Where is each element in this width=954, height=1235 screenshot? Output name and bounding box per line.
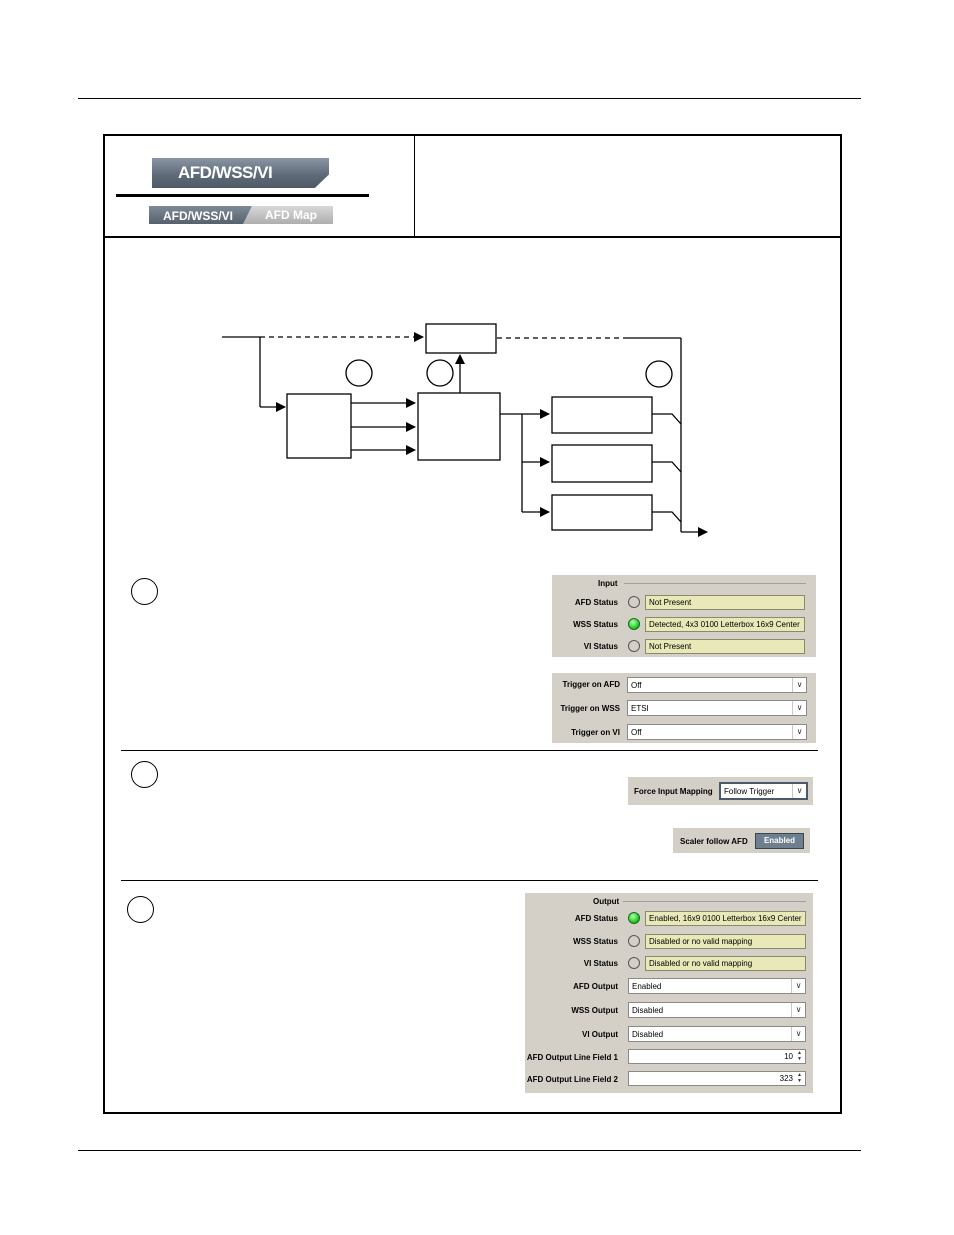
output-wss-status-label: WSS Status [573,937,618,946]
afd-output-value: Enabled [632,982,662,991]
afd-output-label: AFD Output [573,982,618,991]
mapping-block [417,392,501,461]
insertion-control-block [425,323,497,354]
trigger-afd-select[interactable]: Off ∨ [627,677,807,693]
wss-output-value: Disabled [632,1006,664,1015]
chevron-down-icon[interactable]: ∨ [791,1027,805,1041]
encoder-block-1 [551,396,653,434]
output-vi-status-label: VI Status [583,959,618,968]
scaler-follow-afd-panel: Scaler follow AFD Enabled [673,828,810,853]
switch-3 [652,511,682,523]
figure-frame: AFD/WSS/VI AFD/WSS/VI AFD Map [103,134,842,1114]
output-wss-status-value: Disabled or no valid mapping [645,934,806,949]
afd-output-line-field-1-spinner[interactable]: 10 ▲▼ [628,1049,806,1064]
sub-tab-label: AFD Map [265,208,317,222]
diagram-callout-circle-3 [645,360,673,388]
force-input-mapping-label: Force Input Mapping [634,787,713,796]
input-section-title: Input [598,579,618,588]
section-callout-circle-2 [131,761,158,788]
diagram-callout-circle-1 [345,359,373,387]
output-section-title: Output [593,897,620,906]
main-tab-afd-wss-vi[interactable]: AFD/WSS/VI [152,158,329,188]
detector-block [286,393,352,459]
switch-1 [652,413,682,425]
wss-output-select[interactable]: Disabled ∨ [628,1002,806,1018]
input-wss-status-led [628,618,640,630]
section-divider-2 [121,880,818,881]
chevron-down-icon[interactable]: ∨ [792,725,806,739]
tab-underline [116,194,369,197]
trigger-wss-select[interactable]: ETSI ∨ [627,700,807,716]
wss-output-label: WSS Output [571,1006,618,1015]
vi-output-value: Disabled [632,1030,664,1039]
input-section-line [624,583,806,584]
chevron-down-icon[interactable]: ∨ [792,784,806,798]
encoder-block-3 [551,494,653,531]
output-panel: Output AFD Status Enabled, 16x9 0100 Let… [525,893,813,1093]
scaler-follow-afd-toggle[interactable]: Enabled [755,833,804,849]
chevron-down-icon[interactable]: ∨ [792,701,806,715]
force-input-mapping-select[interactable]: Follow Trigger ∨ [719,782,808,800]
output-wss-status-led [628,935,640,947]
input-afd-status-label: AFD Status [574,598,618,607]
afd-output-line-field-2-value: 323 [779,1074,793,1083]
input-vi-status-value: Not Present [645,639,805,654]
chevron-down-icon[interactable]: ∨ [792,678,806,692]
trigger-vi-label: Trigger on VI [571,728,620,737]
trigger-afd-label: Trigger on AFD [562,680,620,689]
input-wss-status-value: Detected, 4x3 0100 Letterbox 16x9 Center [645,617,805,632]
input-vi-status-led [628,640,640,652]
afd-output-line-field-1-label: AFD Output Line Field 1 [526,1053,618,1062]
section-callout-circle-1 [131,578,158,605]
output-afd-status-led [628,912,640,924]
trigger-wss-value: ETSI [631,704,649,713]
trigger-panel: Trigger on AFD Off ∨ Trigger on WSS ETSI… [552,673,816,743]
output-afd-status-label: AFD Status [574,914,618,923]
input-wss-status-label: WSS Status [573,620,618,629]
afd-output-line-field-2-label: AFD Output Line Field 2 [526,1075,618,1084]
vi-output-select[interactable]: Disabled ∨ [628,1026,806,1042]
switch-2 [652,461,682,473]
sub-tab-label: AFD/WSS/VI [163,209,234,223]
encoder-block-2 [551,444,653,483]
spinner-arrows-icon[interactable]: ▲▼ [797,1050,802,1062]
input-vi-status-label: VI Status [583,642,618,651]
afd-output-select[interactable]: Enabled ∨ [628,978,806,994]
chevron-down-icon[interactable]: ∨ [791,1003,805,1017]
input-status-panel: Input AFD Status Not Present WSS Status … [552,575,816,657]
trigger-afd-value: Off [631,681,642,690]
afd-output-line-field-1-value: 10 [784,1052,793,1061]
input-afd-status-value: Not Present [645,595,805,610]
top-page-rule [78,98,861,99]
section-callout-circle-3 [127,896,154,923]
vi-output-label: VI Output [582,1030,618,1039]
scaler-follow-afd-label: Scaler follow AFD [680,837,748,846]
section-divider-1 [121,750,818,751]
header-divider [105,236,840,238]
force-input-mapping-panel: Force Input Mapping Follow Trigger ∨ [628,777,813,805]
spinner-arrows-icon[interactable]: ▲▼ [797,1072,802,1084]
sub-tab-afd-map[interactable]: AFD Map [243,206,333,224]
sub-tab-afd-wss-vi[interactable]: AFD/WSS/VI [149,206,252,224]
output-vi-status-value: Disabled or no valid mapping [645,956,806,971]
output-afd-status-value: Enabled, 16x9 0100 Letterbox 16x9 Center [645,911,806,926]
force-input-mapping-value: Follow Trigger [724,787,775,796]
afd-output-line-field-2-spinner[interactable]: 323 ▲▼ [628,1071,806,1086]
output-section-line [623,901,806,902]
trigger-vi-value: Off [631,728,642,737]
output-vi-status-led [628,957,640,969]
bottom-page-rule [78,1150,861,1151]
trigger-wss-label: Trigger on WSS [560,704,620,713]
main-tab-label: AFD/WSS/VI [178,163,273,182]
input-afd-status-led [628,596,640,608]
diagram-callout-circle-2 [426,359,454,387]
trigger-vi-select[interactable]: Off ∨ [627,724,807,740]
chevron-down-icon[interactable]: ∨ [791,979,805,993]
header-column-divider [414,136,415,237]
